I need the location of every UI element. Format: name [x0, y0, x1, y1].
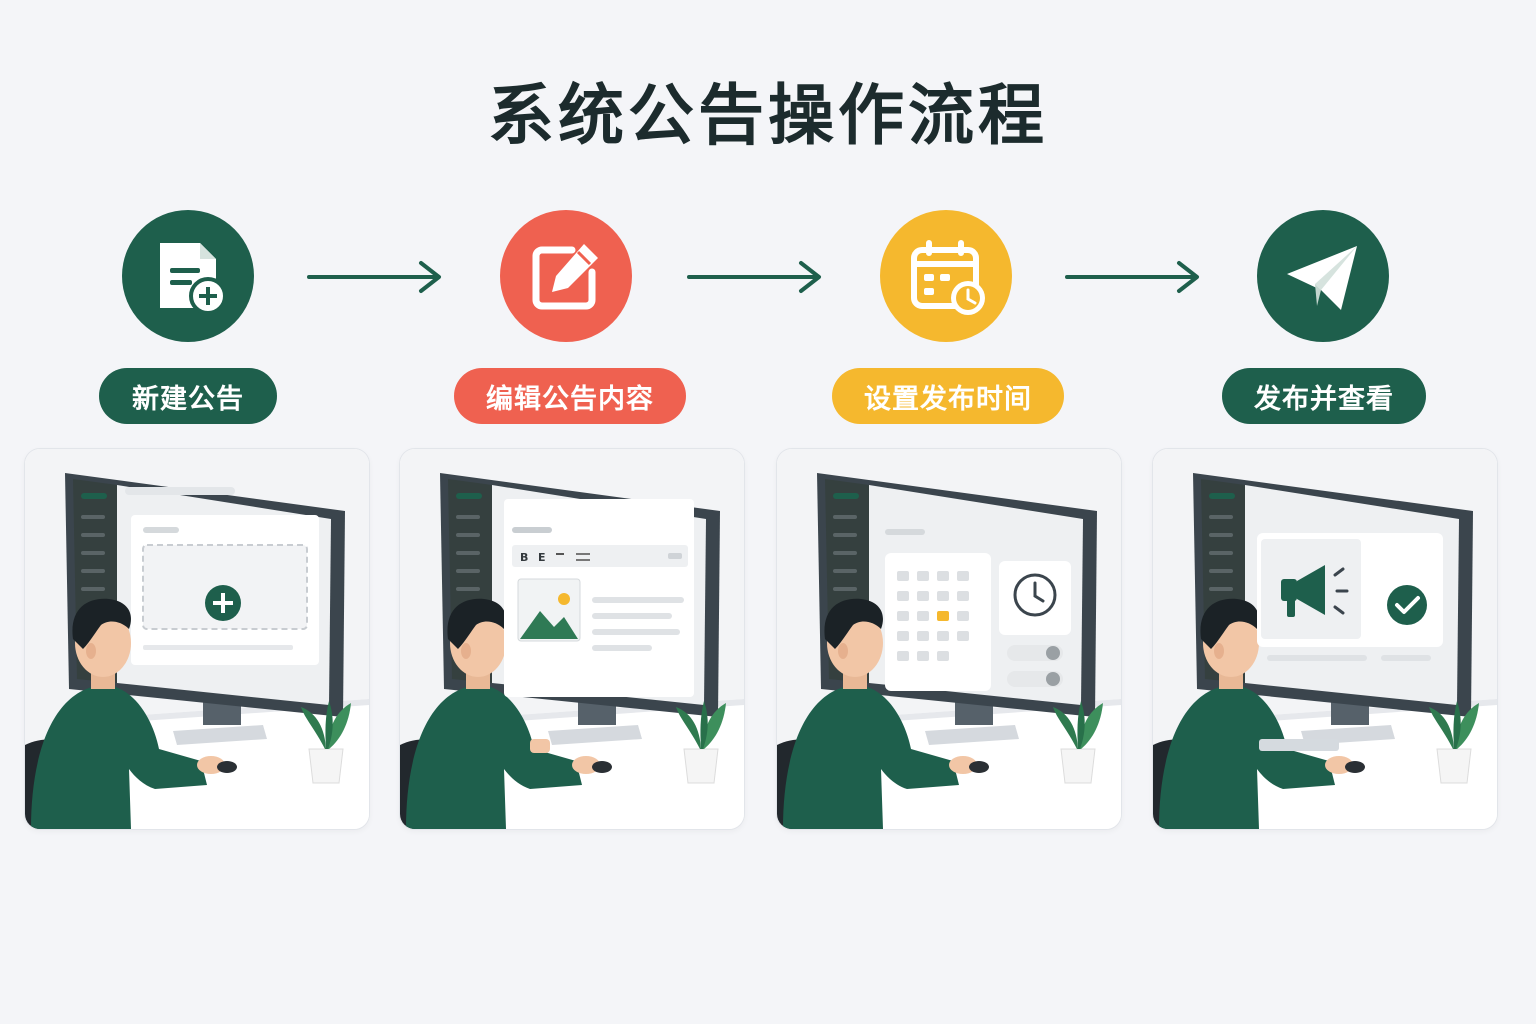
- arrow-2-icon: [687, 261, 821, 293]
- step-4-illustration: [1152, 448, 1498, 830]
- calendar-panel: [885, 553, 991, 691]
- check-circle-icon: [1387, 585, 1427, 625]
- step-3-icon: [880, 210, 1012, 342]
- step-4-icon: [1257, 210, 1389, 342]
- calendar-clock-icon: [911, 240, 985, 315]
- arrow-1-icon: [307, 261, 441, 293]
- step-2-label: 编辑公告内容: [454, 368, 686, 424]
- step-2-illustration: B E: [399, 448, 745, 830]
- step-1-label: 新建公告: [99, 368, 277, 424]
- step-1-illustration: [24, 448, 370, 830]
- paper-plane-send-icon: [1287, 246, 1357, 310]
- step-2-icon: [500, 210, 632, 342]
- arrow-3-icon: [1065, 261, 1199, 293]
- format-button-icon: E: [538, 551, 546, 564]
- page-title: 系统公告操作流程: [488, 77, 1048, 154]
- step-3-illustration: [776, 448, 1122, 830]
- new-document-plus-icon: [160, 243, 227, 315]
- step-1-icon: [122, 210, 254, 342]
- bold-button-icon: B: [520, 551, 528, 564]
- selected-date: [937, 611, 949, 621]
- megaphone-icon: [1281, 565, 1349, 617]
- edit-pencil-icon: [532, 244, 598, 310]
- step-4-label: 发布并查看: [1222, 368, 1426, 424]
- step-3-label: 设置发布时间: [832, 368, 1064, 424]
